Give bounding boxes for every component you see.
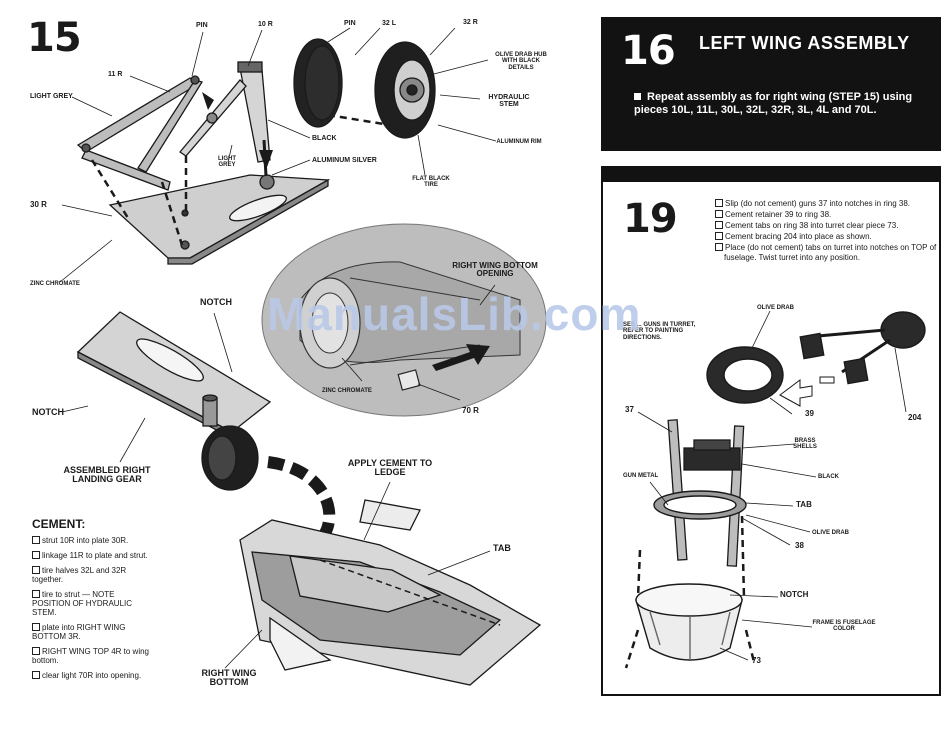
arrow-down-strut bbox=[202, 92, 273, 170]
tire-32r-illustration bbox=[374, 41, 436, 139]
ring-38 bbox=[653, 490, 747, 520]
label-pin-right: PIN bbox=[344, 20, 356, 27]
label-aluminum-silver: ALUMINUM SILVER bbox=[312, 157, 377, 164]
instruction-item: Place (do not cement) tabs on turret int… bbox=[715, 243, 941, 263]
step-19-number: 19 bbox=[623, 196, 678, 242]
label-gun-metal: GUN METAL bbox=[623, 473, 659, 479]
step-16-number: 16 bbox=[621, 28, 676, 74]
label-tab: TAB bbox=[493, 543, 511, 553]
step-19-instructions: Slip (do not cement) guns 37 into notche… bbox=[715, 199, 941, 264]
label-olive-drab: OLIVE DRAB bbox=[757, 305, 795, 311]
watermark: ManualsLib.com bbox=[267, 288, 642, 340]
turret-clear-piece-73 bbox=[635, 583, 743, 661]
landing-gear-plate-illustration bbox=[108, 174, 331, 265]
label-38: 38 bbox=[795, 541, 804, 550]
wing-bottom-illustration bbox=[239, 499, 542, 686]
label-light-grey-1: LIGHT GREY bbox=[30, 93, 73, 100]
label-11r: 11 R bbox=[108, 71, 123, 78]
cement-item: plate into RIGHT WING BOTTOM 3R. bbox=[32, 623, 126, 641]
checkbox[interactable] bbox=[32, 623, 40, 631]
instruction-item: Slip (do not cement) guns 37 into notche… bbox=[715, 199, 941, 209]
instruction-item: Cement bracing 204 into place as shown. bbox=[715, 232, 941, 242]
label-zinc-chromate-2: ZINC CHROMATE bbox=[322, 388, 372, 394]
cement-item: RIGHT WING TOP 4R to wing bottom. bbox=[32, 647, 149, 665]
label-olive-drab-2: OLIVE DRAB bbox=[812, 530, 850, 536]
checkbox[interactable] bbox=[715, 232, 723, 240]
plate-notch-illustration bbox=[76, 311, 272, 491]
cement-item: strut 10R into plate 30R. bbox=[32, 536, 152, 545]
label-notch-turret: NOTCH bbox=[780, 590, 809, 599]
label-32r: 32 R bbox=[463, 19, 478, 26]
linkage-11r-illustration bbox=[76, 75, 204, 191]
label-pin-left: PIN bbox=[196, 22, 208, 29]
label-tab-turret: TAB bbox=[796, 500, 812, 509]
checkbox[interactable] bbox=[32, 590, 40, 598]
instruction-item: Cement retainer 39 to ring 38. bbox=[715, 210, 941, 220]
label-black: BLACK bbox=[312, 135, 337, 142]
label-black-turret: BLACK bbox=[818, 474, 839, 480]
bullet-square-icon bbox=[634, 93, 641, 100]
checkbox[interactable] bbox=[715, 210, 723, 218]
label-notch-top: NOTCH bbox=[200, 297, 232, 307]
label-notch-left: NOTCH bbox=[32, 407, 64, 417]
checkbox[interactable] bbox=[715, 243, 723, 251]
checkbox[interactable] bbox=[32, 551, 40, 559]
cement-item: clear light 70R into opening. bbox=[32, 671, 152, 680]
instruction-item: Cement tabs on ring 38 into turret clear… bbox=[715, 221, 941, 231]
step-16-title: LEFT WING ASSEMBLY bbox=[699, 33, 910, 53]
label-70r: 70 R bbox=[462, 406, 479, 415]
label-apply-cement: APPLY CEMENT TO LEDGE bbox=[347, 458, 433, 478]
step-19-panel: 19 Slip (do not cement) guns 37 into not… bbox=[601, 166, 941, 696]
strut-10r-illustration bbox=[179, 61, 271, 177]
label-right-wing-bottom-opening: RIGHT WING BOTTOM OPENING bbox=[452, 261, 538, 279]
checkbox[interactable] bbox=[32, 536, 40, 544]
step-19-note: SEE ... GUNS IN TURRET, REFER TO PAINTIN… bbox=[623, 322, 696, 341]
label-32l: 32 L bbox=[382, 20, 397, 27]
label-30r: 30 R bbox=[30, 200, 47, 209]
cement-instructions: CEMENT: strut 10R into plate 30R. linkag… bbox=[32, 517, 152, 686]
cement-title: CEMENT: bbox=[32, 517, 86, 531]
label-39: 39 bbox=[805, 409, 814, 418]
wing-opening-closeup bbox=[261, 223, 547, 417]
turret-retainer-39 bbox=[706, 346, 784, 404]
leader-lines bbox=[59, 27, 907, 669]
checkbox[interactable] bbox=[715, 221, 723, 229]
dashed-guide-lines-15a bbox=[90, 113, 391, 246]
label-37: 37 bbox=[625, 405, 634, 414]
label-zinc-chromate-1: ZINC CHROMATE bbox=[30, 281, 80, 287]
label-brass-shells: BRASS SHELLS bbox=[793, 438, 817, 451]
label-olive-drab-hub: OLIVE DRAB HUB WITH BLACK DETAILS bbox=[495, 52, 547, 71]
checkbox[interactable] bbox=[32, 647, 40, 655]
cement-item: linkage 11R to plate and strut. bbox=[32, 551, 152, 560]
checkbox[interactable] bbox=[32, 566, 40, 574]
assembly-direction-arrow bbox=[779, 376, 835, 407]
label-assembled-right-landing-gear: ASSEMBLED RIGHT LANDING GEAR bbox=[63, 465, 151, 485]
tire-32l-illustration bbox=[293, 38, 343, 128]
label-10r: 10 R bbox=[258, 21, 273, 28]
label-204: 204 bbox=[908, 413, 922, 422]
label-right-wing-bottom: RIGHT WING BOTTOM bbox=[201, 668, 257, 688]
bracing-204 bbox=[799, 311, 926, 385]
cement-item: tire to strut — NOTE POSITION OF HYDRAUL… bbox=[32, 590, 133, 617]
checkbox[interactable] bbox=[32, 671, 40, 679]
cement-item: tire halves 32L and 32R together. bbox=[32, 566, 127, 584]
label-frame: FRAME IS FUSELAGE COLOR bbox=[812, 620, 876, 633]
step-15-number: 15 bbox=[27, 15, 82, 61]
label-aluminum-rim: ALUMINUM RIM bbox=[496, 139, 542, 145]
step-16-panel: 16 LEFT WING ASSEMBLY Repeat assembly as… bbox=[601, 17, 941, 151]
label-light-grey-2: LIGHT GREY bbox=[218, 156, 236, 169]
step-16-text: Repeat assembly as for right wing (STEP … bbox=[634, 91, 913, 116]
label-flat-black-tire: FLAT BLACK TIRE bbox=[412, 176, 450, 189]
label-hydraulic-stem: HYDRAULIC STEM bbox=[488, 94, 530, 109]
checkbox[interactable] bbox=[715, 199, 723, 207]
label-73: 73 bbox=[752, 656, 761, 665]
dashed-guide-lines-19 bbox=[624, 515, 756, 669]
